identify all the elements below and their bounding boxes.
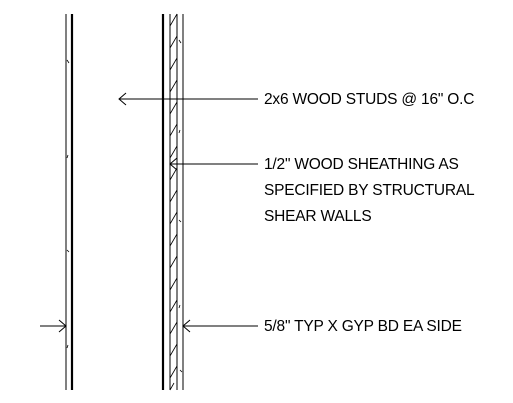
gyp-leader-arrow-left	[58, 319, 67, 333]
sheathing-hatch	[169, 13, 178, 391]
gyp-board-note: 5/8" TYP X GYP BD EA SIDE	[264, 318, 462, 335]
sheathing-leader-arrow	[169, 157, 178, 171]
gyp-leader-arrow-right	[182, 319, 191, 333]
sheathing-note-line-2: SPECIFIED BY STRUCTURAL	[264, 182, 475, 199]
studs-note: 2x6 WOOD STUDS @ 16" O.C	[264, 91, 475, 108]
sheathing-note-line-3: SHEAR WALLS	[264, 208, 372, 225]
studs-leader-arrow	[118, 92, 127, 106]
sheathing-note-line-1: 1/2" WOOD SHEATHING AS	[264, 156, 459, 173]
gyp-texture-marks	[66, 39, 183, 373]
